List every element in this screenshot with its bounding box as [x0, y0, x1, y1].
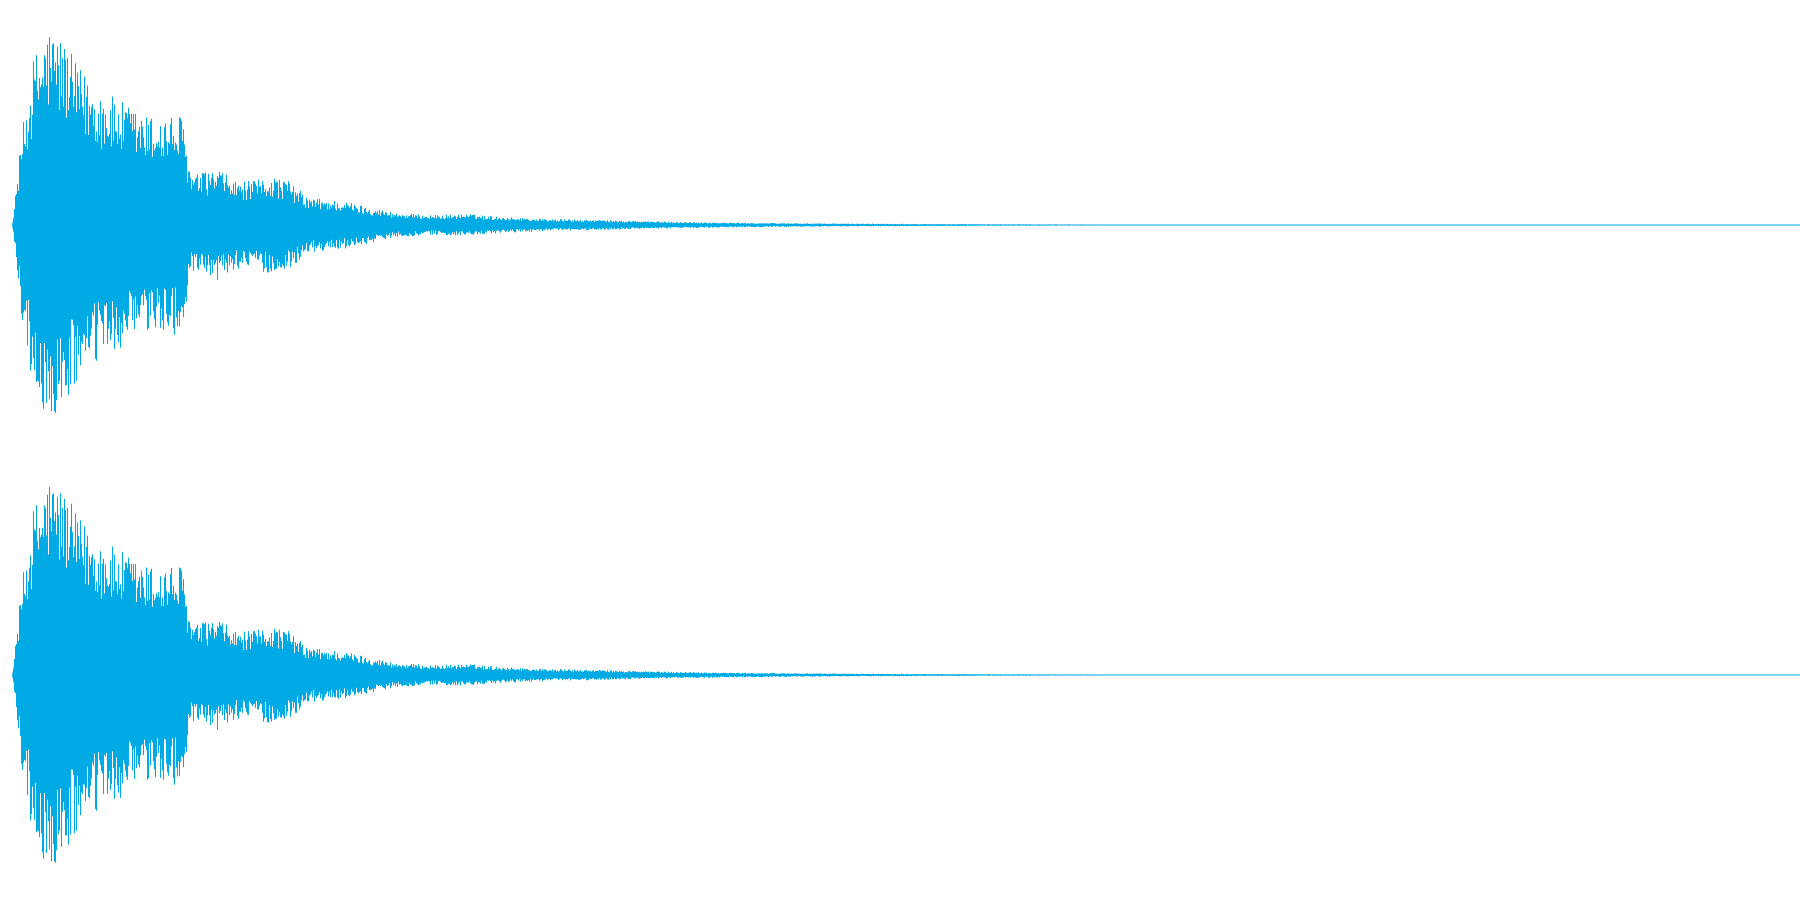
waveform-channel-1[interactable] — [12, 37, 1800, 413]
waveform-core — [12, 135, 1798, 315]
waveform-channel-2[interactable] — [12, 487, 1800, 863]
waveform-core — [12, 585, 1798, 765]
